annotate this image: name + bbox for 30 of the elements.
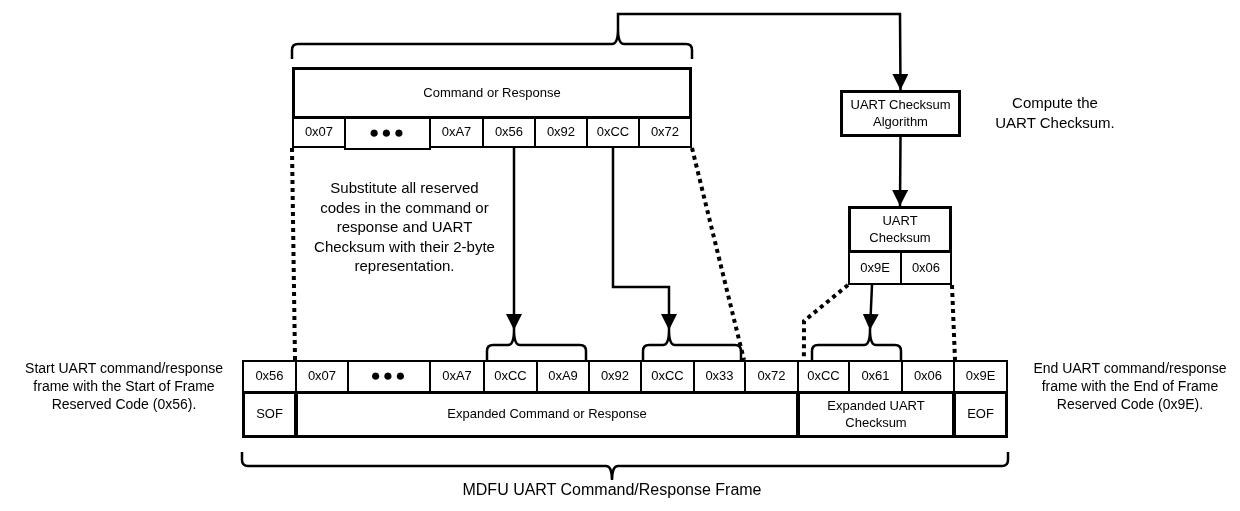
byte-cell: 0x72 [638,117,692,148]
note-text: Substitute all reserved codes in the command or response and UART Checksum with their 2-byte representation. [313,178,496,276]
process-box: UART Checksum Algorithm [840,90,961,137]
field-header: Expanded Command or Response [295,391,799,438]
note-text: End UART command/response frame with the End of Frame Reserved Code (0x9E). [1032,359,1228,414]
arrow [506,148,522,330]
field-header: SOF [242,391,297,438]
note-text: Compute the UART Checksum. [994,93,1116,132]
dotted-line [690,147,746,361]
byte-cell: 0x9E [848,251,902,285]
field-header: Expanded UART Checksum [797,391,955,438]
field-header: UART Checksum [848,206,952,253]
note-text: Start UART command/response frame with the Start of Frame Reserved Code (0x56). [24,359,224,414]
arrow [611,148,677,330]
caption: MDFU UART Command/Response Frame [461,480,763,500]
arrow [892,137,909,206]
byte-cell: 0x07 [292,117,346,148]
brace [641,328,743,360]
byte-cell: 0x56 [242,360,297,393]
dotted-line [290,147,297,361]
byte-cell: 0x9E [953,360,1008,393]
brace [290,27,694,59]
field-header: Command or Response [292,67,692,119]
field-header: EOF [953,391,1008,438]
brace [485,328,588,360]
arrow [862,284,879,331]
arrow [616,12,909,90]
brace [810,328,903,360]
dotted-line [950,284,957,361]
byte-cell: 0x06 [900,251,952,285]
